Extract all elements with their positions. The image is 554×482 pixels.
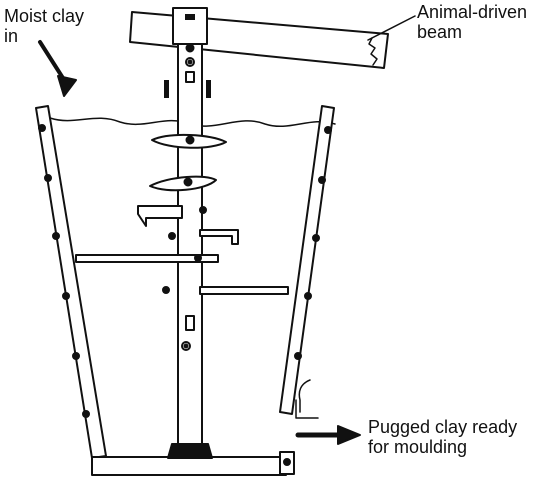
beam-label: Animal-driven beam bbox=[417, 2, 527, 42]
pugged-clay-label-line1: Pugged clay ready bbox=[368, 417, 518, 437]
pugged-clay-label: Pugged clay ready for moulding bbox=[368, 417, 517, 457]
pugged-clay-label-line2: for moulding bbox=[368, 437, 468, 457]
outlet-lip bbox=[295, 399, 319, 419]
beam-label-line1: Animal-driven bbox=[417, 2, 528, 22]
pin-left bbox=[164, 80, 169, 98]
moist-clay-label-line1: Moist clay bbox=[4, 6, 85, 26]
clay-in-arrow bbox=[38, 40, 77, 97]
right-tub-wall bbox=[279, 105, 335, 415]
left-tub-wall bbox=[35, 105, 107, 459]
beam-leader-line bbox=[367, 15, 416, 41]
clay-out-arrow bbox=[295, 425, 361, 445]
vertical-shaft bbox=[167, 7, 213, 459]
mixing-blades bbox=[75, 133, 289, 295]
moist-clay-label: Moist clay in bbox=[4, 6, 84, 46]
moist-clay-label-line2: in bbox=[4, 26, 19, 46]
clay-outlet-flap bbox=[298, 379, 311, 413]
animal-driven-beam bbox=[129, 11, 389, 69]
beam-label-line2: beam bbox=[417, 22, 463, 42]
pin-right bbox=[206, 80, 211, 98]
